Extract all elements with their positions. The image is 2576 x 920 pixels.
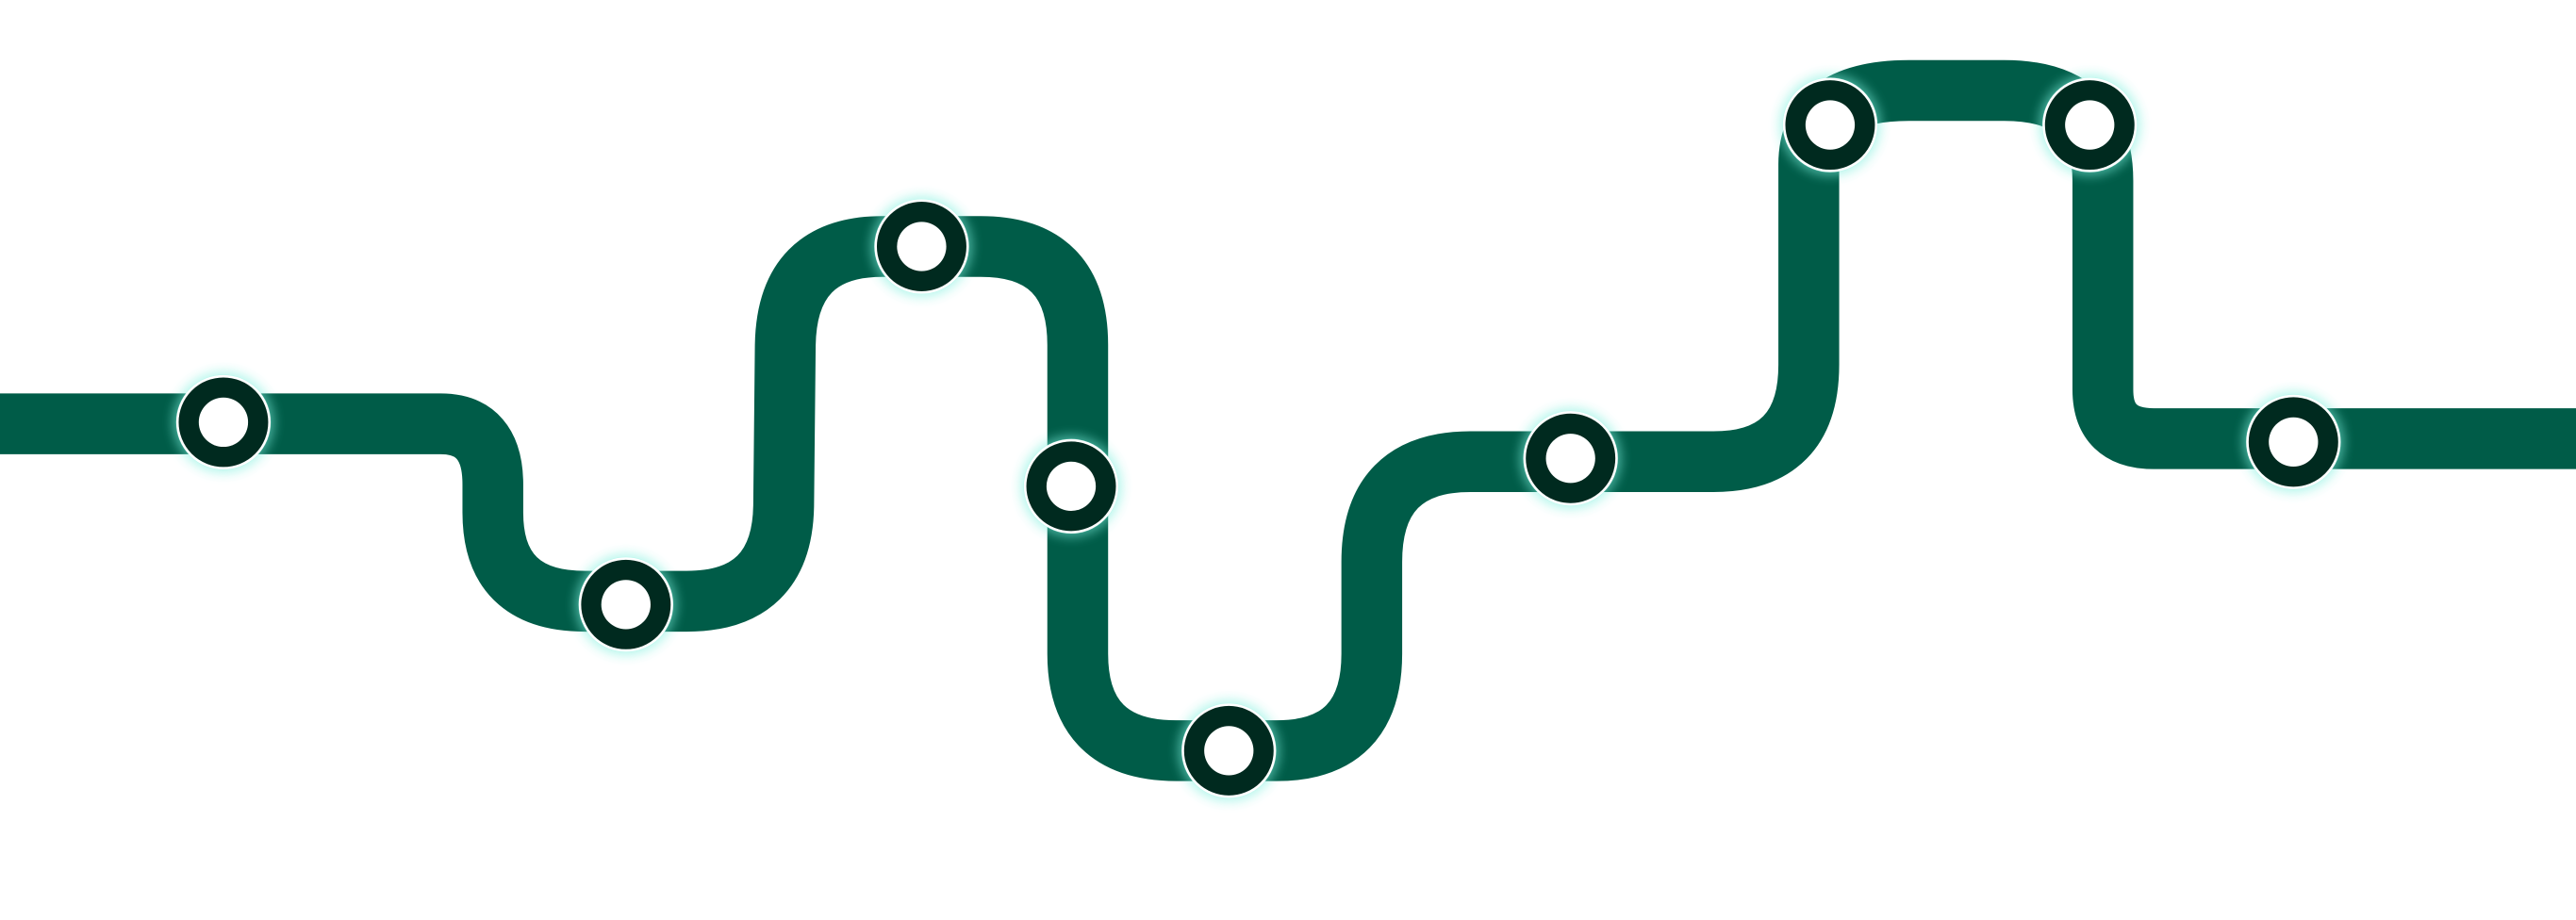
station-marker	[1181, 702, 1277, 798]
station-center	[2065, 100, 2115, 150]
station-center	[1204, 726, 1254, 776]
station-center	[601, 580, 651, 630]
station-center	[198, 397, 249, 448]
station-center	[897, 222, 947, 271]
station-marker	[1023, 438, 1119, 534]
station-marker	[1782, 77, 1878, 173]
station-center	[1545, 434, 1595, 484]
station-center	[1805, 100, 1856, 150]
station-marker	[578, 556, 674, 652]
station-center	[1046, 461, 1097, 512]
station-marker	[873, 198, 969, 295]
route-line	[0, 59, 2576, 781]
station-marker	[2245, 394, 2341, 490]
station-marker	[1523, 410, 1619, 506]
station-center	[2269, 417, 2319, 467]
station-marker	[175, 374, 272, 470]
stations	[175, 77, 2341, 798]
station-marker	[2041, 77, 2138, 173]
